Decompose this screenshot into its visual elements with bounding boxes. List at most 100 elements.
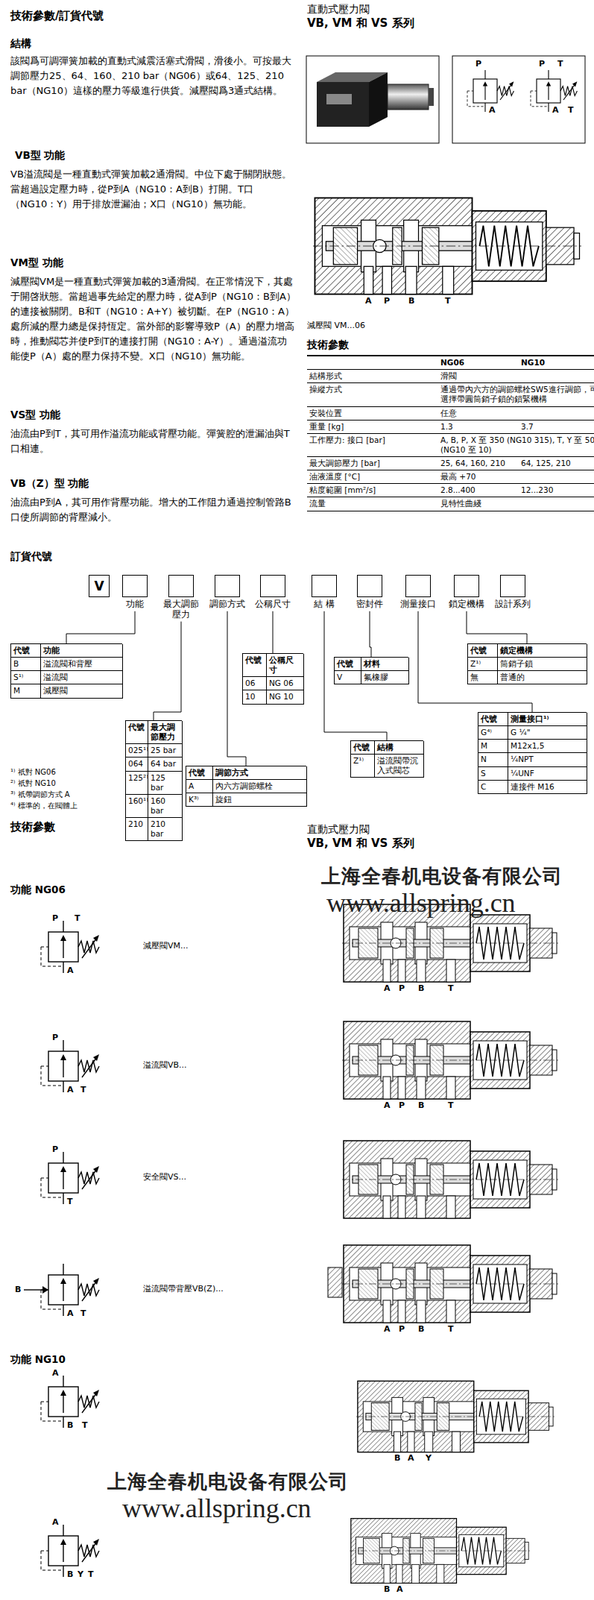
section-heading: VB（Z）型 功能 [10,476,89,489]
footnote: ³⁾ 祇帶調節方式 A [10,790,71,799]
field-label: 鎖定機構 [448,599,485,610]
spec-row: 流量見特性曲綫 [307,497,594,511]
watermark: www.allspring.cn [326,886,516,919]
table-cell: V [334,670,362,685]
valve-section [342,1244,559,1323]
table-cell: 160¹⁾ [125,794,149,818]
code-prefix-box: V [88,574,110,597]
field-label: 設計系列 [494,599,531,610]
code-option-table: 代號最大調節壓力025¹⁾25 bar06464 bar125²⁾125 bar… [125,719,182,841]
spec-cell: 重量 [kg] [307,419,439,434]
spec-text: NG10 [520,357,545,367]
symbol-panel [452,55,586,144]
port-label: P [383,296,390,306]
spec-cell: 64, 125, 210 [518,456,594,471]
table-cell: NG 06 [266,676,305,691]
table-cell: 最大調節壓力 [148,720,183,744]
spec-table: NG06NG10結構形式滑閥操縱方式通過帶內六方的調節螺栓SW5進行調節，可選擇… [307,354,594,512]
table-cell: 06 [242,676,267,691]
spec-cell: 結構形式 [307,369,439,384]
port-label: T [447,1324,454,1334]
table-cell: 025¹⁾ [125,743,149,758]
table-cell: G⁴⁾ [478,725,509,740]
code-field: 功能 [113,574,157,612]
spec-text: 油液溫度 [°C] [309,471,360,481]
spec-text: 25, 64, 160, 210 [440,458,506,468]
paragraph: VB溢流閥是一種直動式彈簧加載2通滑閥。中位下處于關閉狀態。當超過設定壓力時，從… [10,166,296,212]
table-cell: M12x1,5 [508,739,588,753]
field-label: 調節方式 [209,599,246,610]
port-label: A [52,1517,59,1527]
spec-cell: NG10 [518,355,594,370]
spec-text: 任意 [440,408,457,418]
section-heading: VM型 功能 [10,256,64,269]
paragraph: 油流由P到T，其可用作溢流功能或背壓功能。彈簧腔的泄漏油與T口相連。 [10,426,296,457]
port-label: P [538,59,545,69]
table-cell: 普通的 [497,670,588,685]
table-cell: 連接件 M16 [508,780,588,794]
spec-cell: 3.7 [518,419,594,434]
section-heading: 結構 [10,37,32,50]
table-cell: 代號 [478,712,509,726]
spec-text: 流量 [309,498,326,508]
code-field: 密封件 [348,574,392,612]
table-cell: S [478,766,509,781]
table-cell: 代號 [351,740,375,755]
spec-cell: 12...230 [518,483,594,498]
product-photo [306,55,439,144]
table-cell: 64 bar [148,757,183,771]
port-label: T [447,1100,454,1110]
table-cell: A [186,779,214,793]
port-label: P [475,59,482,69]
spec-row: 粘度範圍 [mm²/s]2.8...40012...230 [307,483,594,498]
code-field-box [405,574,431,597]
table-cell: 溢流閥和背壓 [40,657,123,671]
port-label: T [80,1085,87,1095]
paragraph: 該閥爲可調彈簧加載的直動式減震活塞式滑閥，滑後小。可按最大調節壓力25、64、1… [10,53,296,99]
code-field: 公稱尺寸 [251,574,295,612]
section-heading: VS型 功能 [10,408,61,421]
table-cell: 溢流閥 [40,670,123,685]
spec-cell [307,355,439,370]
spec-text: 最高 +70 [440,471,477,481]
valve-symbol [40,1151,100,1204]
valve-section [342,1140,559,1218]
port-label: T [80,1308,87,1318]
section-heading: 技術參數 [307,338,349,351]
spec-cell: 油液溫度 [°C] [307,470,439,484]
port-label: A [67,1085,74,1095]
table-cell: B [11,657,41,671]
port-label: B [418,983,425,993]
code-field: 鎖定機構 [444,574,489,612]
table-cell: 調節方式 [213,766,308,780]
spec-text: 通過帶內六方的調節螺栓SW5進行調節，可選擇帶圓筒銷子鎖的鎖緊機構 [440,384,594,404]
table-cell: 125²⁾ [125,771,149,795]
table-cell: 減壓閥 [40,684,123,698]
port-label: B [418,1324,425,1334]
spec-text: 工作壓力: 接口 [bar] [309,435,386,445]
valve-section [342,1021,559,1099]
field-label: 公稱尺寸 [254,599,291,610]
leader-line [153,621,182,720]
watermark: www.allspring.cn [122,1492,312,1525]
table-cell: 210 bar [148,817,183,841]
code-option-table: 代號材料V氟橡膠 [333,656,409,685]
port-label: B [383,1584,390,1594]
spec-row: 結構形式滑閥 [307,369,594,384]
table-cell: Z¹⁾ [351,754,375,778]
code-option-table: 代號測量接口¹⁾G⁴⁾G ¼"MM12x1,5N¼NPTS¼UNFC連接件 M1… [477,711,587,794]
field-label: 最大調節壓力 [162,599,200,621]
spec-row: 工作壓力: 接口 [bar]A, B, P, X 至 350 (NG10 315… [307,433,594,457]
code-field-box [260,574,286,597]
port-label: A [383,1100,391,1110]
spec-row: 油液溫度 [°C] 最高 +70 [307,470,594,484]
table-cell: 功能 [40,643,123,658]
table-cell: 25 bar [148,743,183,758]
port-label: A [67,1308,74,1318]
code-field: 結 構 [302,574,346,612]
port-label: P [398,1324,405,1334]
spec-cell: 2.8...400 [438,483,519,498]
port-label: A [383,1324,391,1334]
table-cell: C [478,780,509,794]
table-cell: 160 bar [148,794,183,818]
